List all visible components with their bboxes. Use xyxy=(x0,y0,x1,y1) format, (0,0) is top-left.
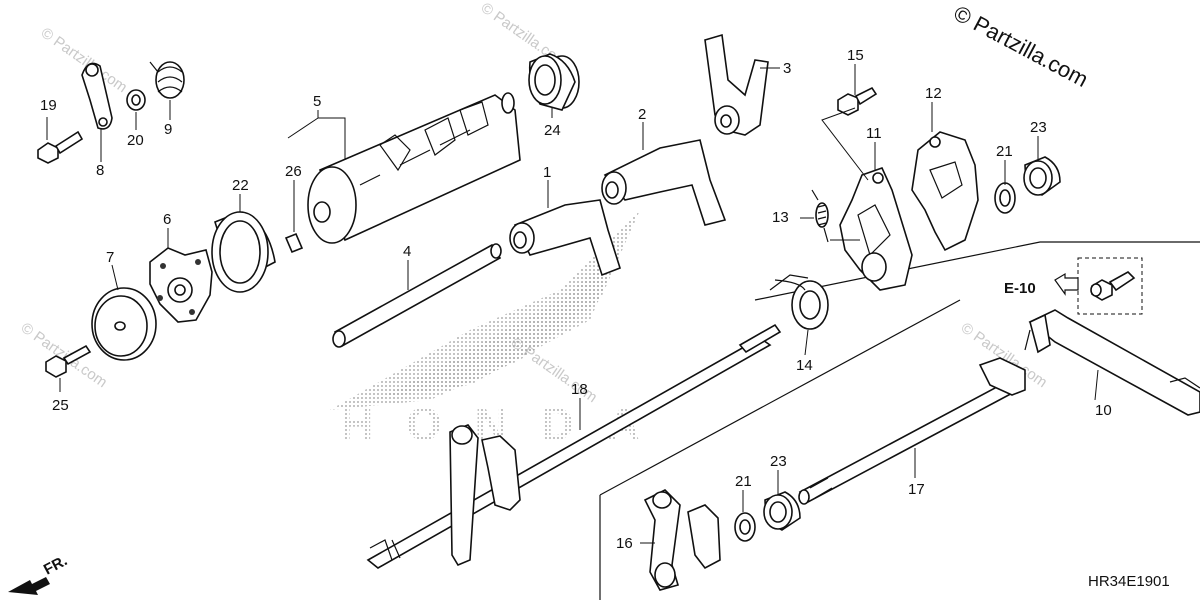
part-19-bolt xyxy=(37,130,84,164)
callout-10: 10 xyxy=(1095,402,1112,419)
part-6-plate xyxy=(149,247,213,323)
callout-21-upper: 21 xyxy=(996,143,1013,160)
part-3-shift-fork xyxy=(704,33,769,136)
callout-7: 7 xyxy=(106,249,114,266)
callout-17: 17 xyxy=(908,481,925,498)
callout-13: 13 xyxy=(772,209,789,226)
part-1-shift-fork xyxy=(509,199,621,277)
callout-4: 4 xyxy=(403,243,411,260)
part-18-shaft xyxy=(366,323,782,569)
divider-line xyxy=(599,299,961,496)
part-21-washer-lower xyxy=(734,512,756,542)
callout-1: 1 xyxy=(543,164,551,181)
part-15-bolt xyxy=(837,86,878,116)
callout-18: 18 xyxy=(571,381,588,398)
part-7-disc xyxy=(91,287,157,361)
callout-9: 9 xyxy=(164,121,172,138)
front-label: FR. xyxy=(41,552,70,578)
callout-6: 6 xyxy=(163,211,171,228)
callout-3: 3 xyxy=(783,60,791,77)
callout-numbers: 19 8 20 9 22 26 5 6 7 25 24 4 1 2 3 15 1… xyxy=(40,47,1112,552)
callout-23-upper: 23 xyxy=(1030,119,1047,136)
divider-line xyxy=(754,241,1200,301)
callout-2: 2 xyxy=(638,106,646,123)
part-23-bearing-upper xyxy=(1023,156,1061,196)
diagram-code: HR34E1901 xyxy=(1088,573,1170,590)
part-10-shift-spindle xyxy=(1024,309,1200,416)
part-20-washer xyxy=(126,89,146,111)
reference-label: E-10 xyxy=(1004,280,1036,297)
part-16-arm xyxy=(643,489,721,591)
callout-5: 5 xyxy=(313,93,321,110)
callout-16: 16 xyxy=(616,535,633,552)
part-4-shaft xyxy=(332,243,502,348)
reference-box xyxy=(1054,257,1143,315)
part-12-plate xyxy=(911,131,979,252)
part-24-bearing xyxy=(528,53,580,111)
part-8-arm xyxy=(81,62,113,130)
part-23-bearing-lower xyxy=(763,491,801,531)
reference-arrow-icon xyxy=(1054,272,1079,296)
callout-26: 26 xyxy=(285,163,302,180)
front-arrow-icon xyxy=(8,577,50,595)
part-9-spring xyxy=(149,61,185,99)
part-13-spring xyxy=(811,189,829,243)
callout-22: 22 xyxy=(232,177,249,194)
part-25-bolt xyxy=(45,344,92,378)
callout-23-lower: 23 xyxy=(770,453,787,470)
callout-21-lower: 21 xyxy=(735,473,752,490)
callout-15: 15 xyxy=(847,47,864,64)
part-21-washer-upper xyxy=(994,182,1016,214)
part-22-bearing xyxy=(211,211,276,293)
callout-19: 19 xyxy=(40,97,57,114)
part-5-shift-drum xyxy=(307,92,521,244)
part-11-stopper-plate xyxy=(839,167,913,291)
callout-12: 12 xyxy=(925,85,942,102)
callout-20: 20 xyxy=(127,132,144,149)
front-direction-marker: FR. xyxy=(8,552,70,595)
callout-24: 24 xyxy=(544,122,561,139)
watermark-text: © Partzilla.com xyxy=(38,24,131,96)
part-17-shaft xyxy=(798,357,1026,505)
part-2-shift-fork xyxy=(601,139,727,226)
callout-25: 25 xyxy=(52,397,69,414)
copyright-text: © Partzilla.com xyxy=(950,0,1093,92)
callout-8: 8 xyxy=(96,162,104,179)
callout-11: 11 xyxy=(866,125,882,142)
part-14-spring xyxy=(769,274,829,330)
leader-lines xyxy=(46,64,1099,544)
callout-14: 14 xyxy=(796,357,813,374)
part-26-pin xyxy=(284,232,304,254)
